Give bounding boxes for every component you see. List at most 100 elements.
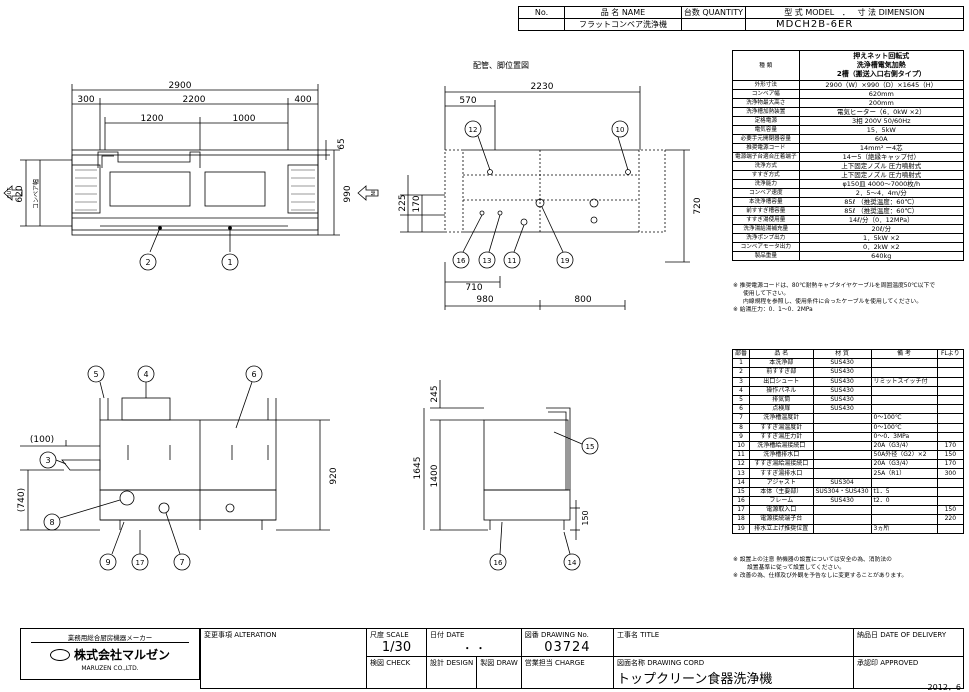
spec-value: 14ℓ/分（0．12MPa） xyxy=(798,215,965,225)
spec-value: 15．5kW xyxy=(798,125,965,135)
callout-7: 7 xyxy=(179,558,184,567)
spec-value: 1．5kW ×2 xyxy=(798,233,965,243)
parts-cell xyxy=(870,404,938,415)
delivery-cell: 納品日 DATE OF DELIVERY xyxy=(853,628,964,657)
spec-value: 85ℓ （推奨温度：60℃） xyxy=(798,197,965,207)
parts-cell: 排気筒 xyxy=(749,394,814,406)
parts-cell: すすぎ湯排水口 xyxy=(749,468,814,479)
parts-cell xyxy=(812,523,872,534)
parts-cell xyxy=(936,404,965,415)
spec-key: 外形寸法 xyxy=(732,80,800,90)
parts-cell xyxy=(870,358,938,369)
dim-980: 980 xyxy=(476,295,493,305)
parts-cell: すすぎ湯給湯接続口 xyxy=(749,459,814,470)
parts-cell: 電源接続端子台 xyxy=(749,514,814,525)
parts-cell xyxy=(812,413,872,424)
spec-value: 上下固定ノズル 圧力噴射式 xyxy=(798,170,965,180)
parts-cell: 8 xyxy=(731,422,751,433)
parts-cell: 18 xyxy=(731,514,751,525)
callout-8: 8 xyxy=(49,518,54,527)
parts-cell xyxy=(870,505,938,516)
dim-920: 920 xyxy=(329,467,339,484)
parts-cell xyxy=(870,477,938,488)
callout-2: 2 xyxy=(145,258,150,267)
parts-cell: 150 xyxy=(936,450,965,461)
parts-cell: 25A（R1） xyxy=(870,468,938,479)
company-logo-icon xyxy=(49,648,70,661)
parts-cell xyxy=(936,358,965,369)
dim-720: 720 xyxy=(693,197,703,214)
alteration: 変更事項 ALTERATION xyxy=(200,628,367,689)
parts-cell: すすぎ湯温度計 xyxy=(749,422,814,433)
parts-cell: SUS430 xyxy=(812,404,872,415)
spec-type-label: 種 類 xyxy=(732,50,800,81)
spec-key: すすぎ湯使用量 xyxy=(732,215,800,225)
spec-key: 洗浄物最大高さ xyxy=(732,98,800,108)
callout-9: 9 xyxy=(105,558,110,567)
spec-key: すすぎ方式 xyxy=(732,170,800,180)
callout-5: 5 xyxy=(93,370,98,379)
spec-value: 2900（W）×990（D）×1645（H） xyxy=(798,80,965,90)
scale-value: 1/30 xyxy=(381,640,412,655)
parts-cell: 前すすぎ部 xyxy=(749,367,814,378)
parts-header: 部番 xyxy=(731,348,751,360)
parts-cell xyxy=(812,505,872,516)
scale-cell: 尺度 SCALE 1/30 xyxy=(366,628,427,657)
parts-cell: 19 xyxy=(731,523,751,534)
parts-cell: SUS430 xyxy=(812,495,872,507)
dim-570: 570 xyxy=(459,96,476,106)
dim-conveyor-width: コンベア幅 xyxy=(32,179,40,209)
parts-cell: 170 xyxy=(936,459,965,470)
parts-cell xyxy=(812,459,872,470)
dim-710: 710 xyxy=(465,283,482,293)
parts-cell: 170 xyxy=(936,440,965,452)
parts-cell: 操作パネル xyxy=(749,385,814,396)
in-label: IN xyxy=(369,190,375,195)
spec-key: 洗浄能力 xyxy=(732,179,800,189)
parts-cell: 13 xyxy=(731,468,751,479)
parts-cell: SUS430 xyxy=(812,358,872,369)
spec-value: 640kg xyxy=(798,251,965,261)
parts-header: 品 名 xyxy=(749,348,814,360)
parts-cell xyxy=(936,486,965,498)
company-name: 株式会社マルゼン xyxy=(73,648,170,662)
spec-value: 620mm xyxy=(798,89,965,99)
out-label: OUT xyxy=(7,187,13,199)
parts-cell: SUS304 xyxy=(812,477,872,488)
parts-cell: リミットスイッチ付 xyxy=(870,376,938,387)
spec-key: コンベアモータ出力 xyxy=(732,242,800,252)
plan-view xyxy=(357,86,690,310)
date-value: ・ ・ xyxy=(462,644,486,655)
dim-800: 800 xyxy=(574,295,591,305)
spec-value: 上下固定ノズル 圧力噴射式 xyxy=(798,161,965,171)
parts-cell: すすぎ湯圧力計 xyxy=(749,431,814,442)
callout-16: 16 xyxy=(457,257,466,265)
parts-cell: 220 xyxy=(936,514,965,525)
parts-cell: 洗浄槽温度計 xyxy=(749,413,814,424)
quantity-value xyxy=(680,18,747,31)
design-cell: 設計 DESIGN xyxy=(425,656,478,689)
parts-cell xyxy=(936,477,965,488)
spec-key: 洗浄湯給湯補充量 xyxy=(732,224,800,234)
side-view xyxy=(20,365,330,571)
parts-cell: 本体（主要部） xyxy=(749,486,814,498)
dim-225: 225 xyxy=(398,194,408,211)
parts-cell xyxy=(936,376,965,387)
parts-cell xyxy=(870,394,938,406)
spec-value: 14mm² ー4芯 xyxy=(798,143,965,153)
drawing-area: 配管、脚位置図 2900 300 2200 400 1200 1000 65 9… xyxy=(3,60,703,571)
parts-cell: 4 xyxy=(731,385,751,396)
title-cell: 工事名 TITLE xyxy=(613,628,854,657)
spec-row: すすぎ方式上下固定ノズル 圧力噴射式 xyxy=(732,170,965,180)
dim-65: 65 xyxy=(337,138,347,149)
header-table: No. 品 名 NAME 台数 QUANTITY 型 式 MODEL ． 寸 法… xyxy=(517,6,964,31)
callout-10: 10 xyxy=(616,126,625,134)
